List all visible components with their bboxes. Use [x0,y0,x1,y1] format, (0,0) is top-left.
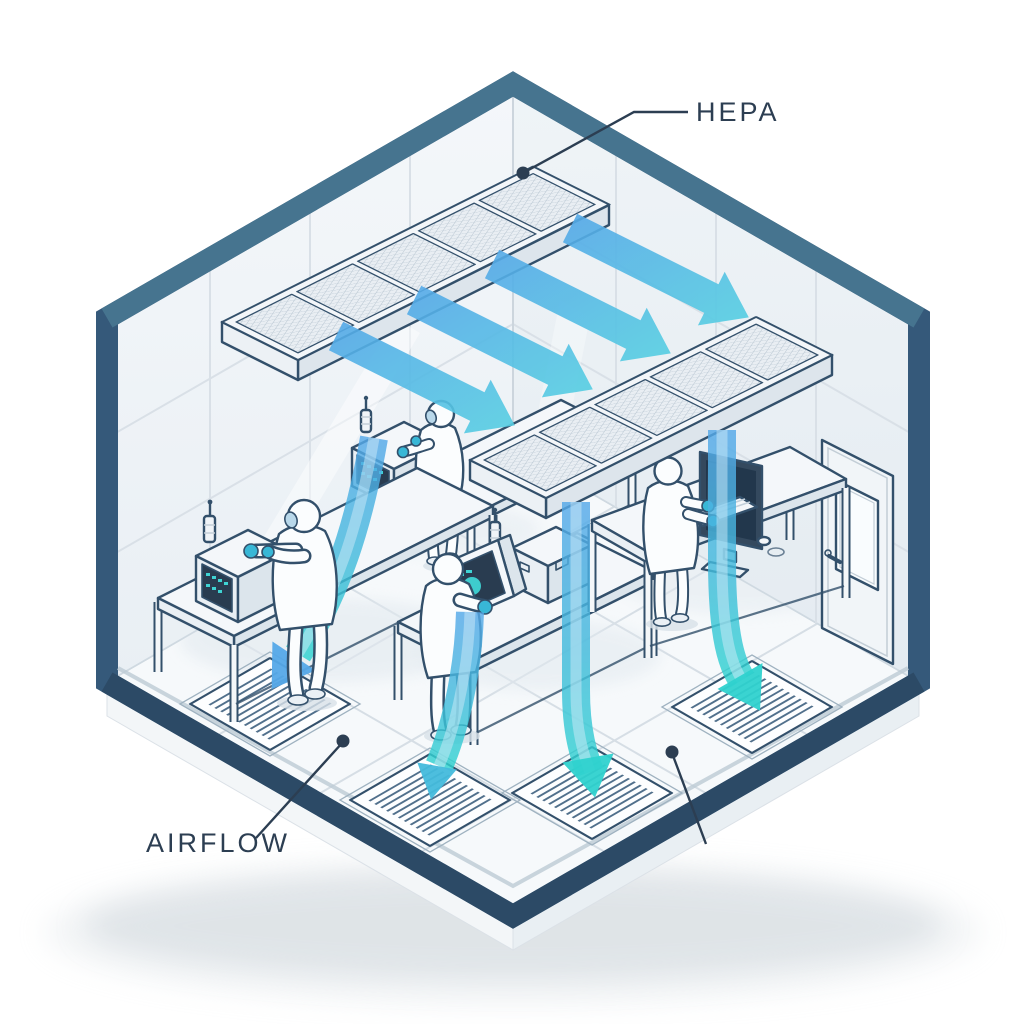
leader-dot [665,745,679,759]
door-handle [824,549,842,564]
glove [243,543,259,559]
floor-vents [178,651,844,853]
filter-panel [296,263,416,323]
filter-panel [538,406,653,464]
airflow-arrowhead [717,663,763,711]
airflow-arrowhead [562,753,614,798]
floor-vent [338,747,522,853]
airflow-arrow [484,249,671,362]
downdraft-stream [562,502,614,798]
glove [396,445,410,459]
hepa-label: HEPA [696,97,780,127]
filter-panel [235,293,355,354]
filter-panel [417,202,537,263]
floor-vent [660,654,844,760]
visor [424,409,438,425]
filter-panel [483,434,598,492]
hepa-filter-bank [220,165,611,382]
leader-dot [516,166,530,180]
leader-line [670,752,708,845]
hepa-filter-bank [468,316,834,520]
callout-hepa: HEPA [516,97,780,180]
callout-airflow: AIRFLOW [146,734,350,858]
stack-light-icon [359,395,373,434]
filter-panel [478,173,596,232]
worker [642,456,720,631]
downdraft-stream [417,611,484,800]
hood [431,552,465,586]
airflow-arrow [406,285,593,398]
screen-readout [206,573,228,593]
visor [284,511,298,529]
callout-extra [665,745,708,845]
glove [261,545,275,559]
airflow-label: AIRFLOW [146,828,290,858]
filter-panel [649,351,764,409]
glove [410,435,422,447]
room-frame [96,71,930,929]
airflow-arrow [328,321,515,434]
leader-line [255,741,344,839]
airflow-arrow [562,213,749,326]
filter-panel [594,379,708,436]
leader-dot [336,734,350,748]
ceiling-airflow-arrows [328,213,749,434]
airflow-arrowhead [417,762,457,800]
stack-light-icon [202,499,217,544]
leader-line [522,110,688,175]
filter-panel [356,232,477,293]
worker [243,498,338,711]
filter-panel [705,323,819,381]
downdraft-stream [708,430,763,711]
mouse [756,535,785,557]
glove [477,599,493,615]
